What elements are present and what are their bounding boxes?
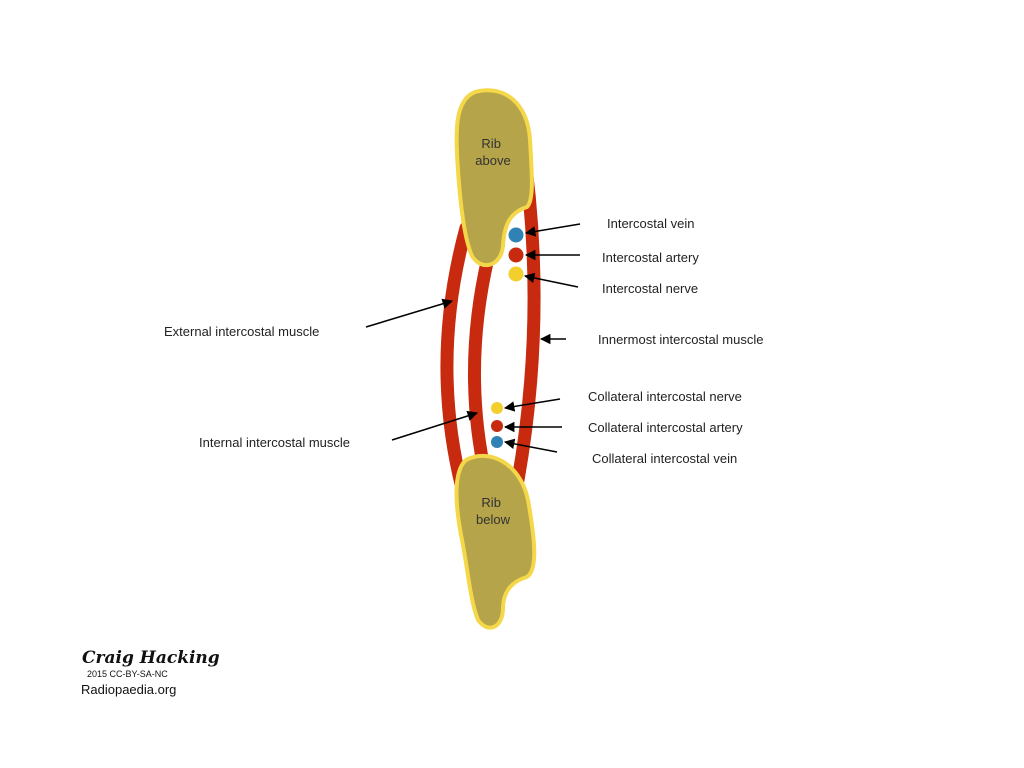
external-intercostal-muscle-band	[440, 221, 473, 495]
label-innermost-intercostal-muscle: Innermost intercostal muscle	[598, 332, 763, 347]
label-collateral-intercostal-nerve: Collateral intercostal nerve	[588, 389, 742, 404]
collateral-intercostal-vein-dot	[491, 436, 503, 448]
rib-below	[454, 453, 537, 630]
collateral-intercostal-nerve-dot	[491, 402, 503, 414]
label-intercostal-vein: Intercostal vein	[607, 216, 694, 231]
intercostal-artery-dot	[508, 247, 524, 263]
arrow-intercostal-vein	[524, 223, 581, 237]
arrow-intercostal-nerve	[523, 272, 579, 288]
label-collateral-intercostal-artery: Collateral intercostal artery	[588, 420, 743, 435]
label-intercostal-artery: Intercostal artery	[602, 250, 699, 265]
intercostal-vein-dot	[508, 227, 524, 243]
arrow-collateral-intercostal-vein	[503, 438, 558, 453]
rib-above-label: Rib above	[475, 136, 510, 168]
label-external-intercostal-muscle: External intercostal muscle	[164, 324, 319, 339]
site-credit: Radiopaedia.org	[81, 682, 176, 697]
arrow-collateral-intercostal-nerve	[503, 398, 561, 412]
license-text: 2015 CC-BY-SA-NC	[87, 669, 168, 679]
internal-intercostal-muscle-band	[467, 251, 495, 485]
author-signature: Craig Hacking	[82, 648, 220, 668]
rib-below-label: Rib below	[476, 495, 511, 527]
arrow-external-intercostal-muscle	[365, 298, 454, 328]
arrow-internal-intercostal-muscle	[391, 410, 479, 441]
label-collateral-intercostal-vein: Collateral intercostal vein	[592, 451, 737, 466]
label-intercostal-nerve: Intercostal nerve	[602, 281, 698, 296]
rib-above	[454, 88, 534, 268]
collateral-intercostal-artery-dot	[491, 420, 503, 432]
label-internal-intercostal-muscle: Internal intercostal muscle	[199, 435, 350, 450]
intercostal-nerve-dot	[508, 266, 524, 282]
